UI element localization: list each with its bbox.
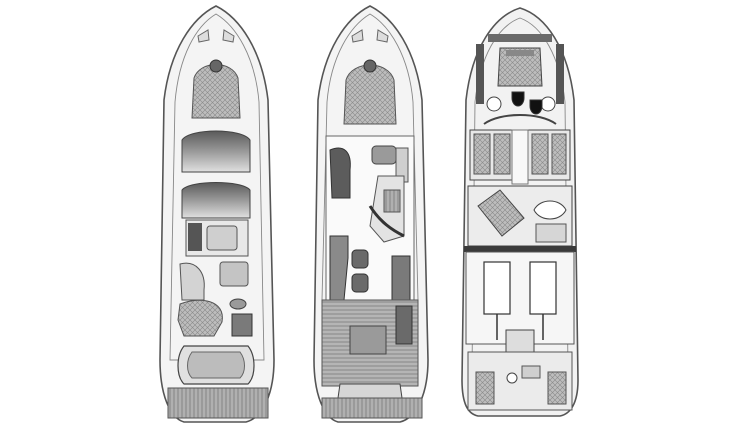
helm-seat xyxy=(206,225,238,251)
main-foredeck-sunpad xyxy=(343,64,397,125)
flybridge-bbq xyxy=(231,313,253,337)
lower-deck-plan xyxy=(461,7,579,417)
hardtop-front xyxy=(181,130,251,173)
forward-curved-wall xyxy=(483,114,557,125)
engine-starboard xyxy=(529,261,557,315)
foredeck-hatch-icon xyxy=(209,59,223,73)
main-bow-hatch-right xyxy=(376,29,389,43)
flybridge-lounge-left xyxy=(179,262,205,301)
transom-seat xyxy=(337,383,403,399)
crew-bunk-port xyxy=(475,371,495,405)
guest-bed-port-2 xyxy=(493,133,511,175)
main-helm-bench xyxy=(371,145,397,165)
tender-inner xyxy=(187,351,245,379)
cockpit-bench-right xyxy=(395,305,413,345)
master-bath-tub xyxy=(533,200,567,220)
forepeak-bulkhead xyxy=(488,34,552,42)
saloon-sofa-right xyxy=(391,255,411,301)
foredeck-sunpad xyxy=(191,64,241,119)
saloon-sofa-left xyxy=(329,235,349,301)
main-bow-hatch-left xyxy=(351,29,364,43)
bow-hatch-left xyxy=(197,29,210,43)
guest-bed-stbd-1 xyxy=(531,133,549,175)
cockpit-table xyxy=(349,325,387,355)
flybridge-table xyxy=(219,261,249,287)
forward-bed-pillow xyxy=(506,50,534,56)
engine-room-bulkhead xyxy=(464,246,576,252)
master-wardrobe xyxy=(535,223,567,243)
guest-bed-stbd-2 xyxy=(551,133,567,175)
flybridge-sink-icon xyxy=(229,298,247,310)
main-companionway xyxy=(368,205,405,238)
helm-console xyxy=(188,223,202,251)
forward-head-toilet-right xyxy=(529,99,543,115)
forward-washbasin-right-icon xyxy=(540,96,556,112)
crew-locker xyxy=(521,365,541,379)
main-deck-plan xyxy=(313,5,429,423)
hardtop-rear xyxy=(181,182,251,219)
forward-cabin-wall-left xyxy=(476,44,484,104)
main-swim-platform xyxy=(321,397,423,419)
engine-port xyxy=(483,261,511,315)
corridor-floor xyxy=(511,129,529,185)
generator xyxy=(505,329,535,353)
flybridge-lounge-curved xyxy=(177,299,223,337)
bow-hatch-right xyxy=(222,29,235,43)
main-foredeck-hatch-icon xyxy=(363,59,377,73)
forward-head-toilet xyxy=(511,91,525,107)
forward-cabin-wall-right xyxy=(556,44,564,104)
main-stairs xyxy=(383,189,401,213)
flybridge-plan xyxy=(159,5,275,423)
saloon-chair-2 xyxy=(351,273,369,293)
crew-washbasin-icon xyxy=(506,372,518,384)
saloon-chair-1 xyxy=(351,249,369,269)
forward-bed xyxy=(497,47,543,87)
main-helm-seat xyxy=(329,147,351,199)
master-bed xyxy=(477,189,525,237)
swim-platform xyxy=(167,387,269,419)
crew-bunk-stbd xyxy=(547,371,567,405)
forward-washbasin-left-icon xyxy=(486,96,502,112)
guest-bed-port-1 xyxy=(473,133,491,175)
